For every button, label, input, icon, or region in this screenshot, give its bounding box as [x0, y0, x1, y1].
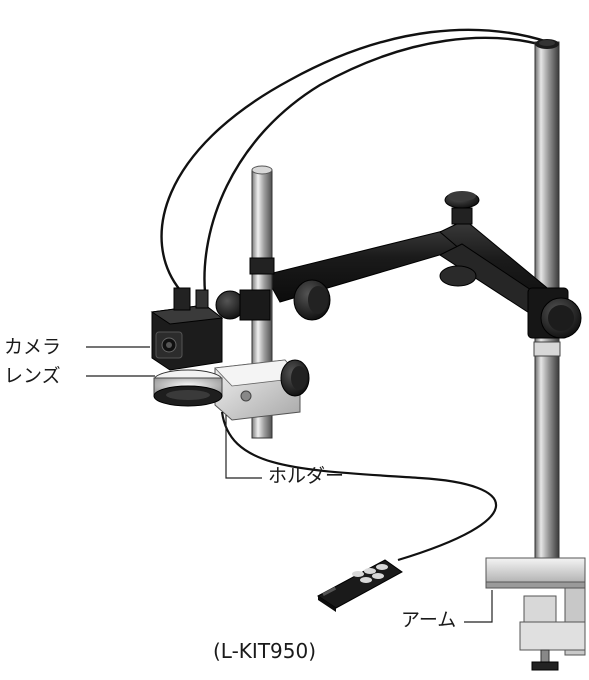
holder	[214, 359, 310, 421]
camera-cable	[160, 28, 549, 293]
arm-label: アーム	[401, 609, 457, 631]
model-caption: (L-KIT950)	[213, 639, 317, 663]
camera-body	[150, 287, 224, 371]
lens	[153, 369, 223, 407]
camera-label: カメラ	[4, 336, 62, 358]
lens-label: レンズ	[4, 365, 61, 387]
holder-label: ホルダー	[268, 465, 345, 487]
remote-controller	[220, 411, 498, 612]
leader-lines	[86, 346, 493, 623]
arm-knobs	[215, 279, 331, 321]
c-clamp	[485, 557, 586, 671]
